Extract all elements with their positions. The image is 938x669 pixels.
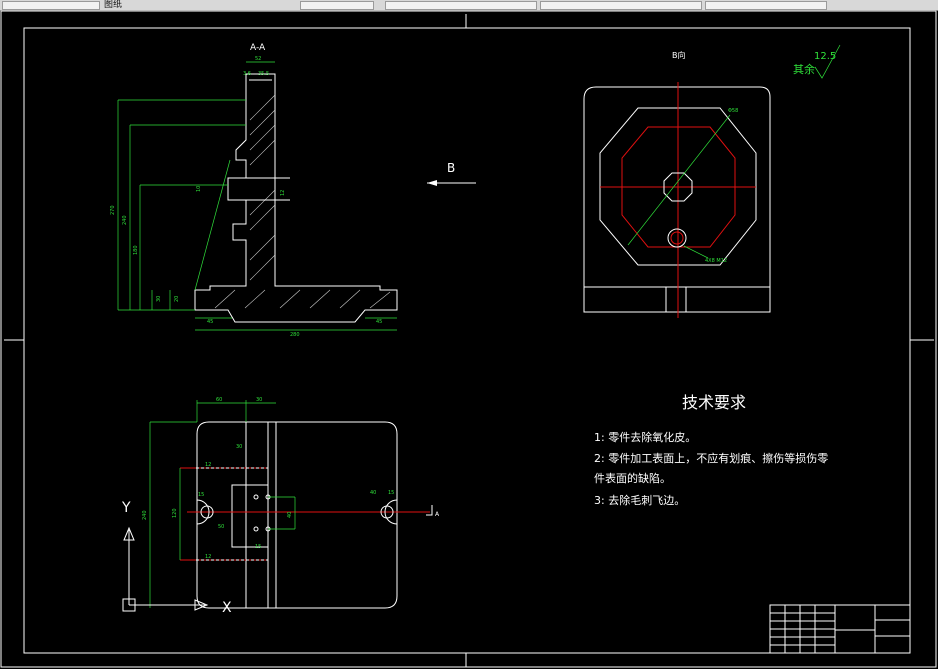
frame-center-marks (4, 14, 934, 667)
view-arrow-b: B (427, 161, 476, 186)
svg-text:A: A (435, 511, 440, 518)
svg-text:45: 45 (207, 319, 213, 325)
sheet-outer-border (0, 10, 937, 668)
svg-text:3.6: 3.6 (243, 71, 251, 77)
svg-text:270: 270 (110, 205, 116, 215)
svg-text:10: 10 (196, 186, 202, 192)
svg-text:Φ58: Φ58 (728, 108, 738, 114)
svg-text:40: 40 (370, 490, 376, 496)
roughness-prefix: 其余 (793, 62, 815, 76)
drawing-tab-label[interactable]: 图纸 (104, 0, 123, 10)
svg-text:180: 180 (133, 245, 139, 255)
cad-drawing-canvas[interactable]: A-A 52 3.6 35.5 270 240 (0, 10, 938, 669)
svg-text:240: 240 (142, 510, 148, 520)
b-view-outline (583, 86, 771, 313)
b-view-title: B向 (672, 50, 686, 60)
svg-text:12: 12 (205, 554, 211, 560)
svg-text:12: 12 (280, 190, 286, 196)
technical-requirements: 技术要求 1: 零件去除氧化皮。 2: 零件加工表面上，不应有划痕、擦伤等损伤零… (594, 393, 828, 507)
toolbar-segment[interactable] (2, 1, 100, 10)
tech-requirement-item: 3: 去除毛刺飞边。 (594, 493, 685, 507)
plan-view: 60 30 30 12 15 120 240 50 40 15 12 40 15… (142, 397, 440, 609)
octagon-inner (621, 126, 736, 248)
roughness-value: 12.5 (814, 51, 836, 62)
plan-dimension-texts: 60 30 30 12 15 120 240 50 40 15 12 40 15 (142, 397, 394, 560)
b-view: B向 Φ58 4X8 M12 (583, 50, 771, 318)
svg-text:12: 12 (205, 462, 211, 468)
toolbar-segment[interactable] (300, 1, 374, 10)
svg-text:15: 15 (388, 490, 394, 496)
svg-text:280: 280 (290, 332, 300, 338)
svg-text:30: 30 (236, 444, 242, 450)
view-arrow-label: B (447, 161, 455, 175)
svg-text:45: 45 (376, 319, 382, 325)
plan-outline (196, 421, 398, 609)
section-marker-a: A (426, 505, 440, 518)
roughness-symbol: 其余 12.5 (793, 44, 841, 79)
section-outline (194, 73, 398, 323)
svg-text:15: 15 (198, 492, 204, 498)
tech-requirement-item: 件表面的缺陷。 (594, 471, 671, 485)
octagon-outer (599, 107, 757, 266)
svg-text:240: 240 (122, 215, 128, 225)
svg-text:35.5: 35.5 (258, 71, 269, 77)
sheet-inner-frame (23, 27, 911, 654)
svg-text:20: 20 (174, 296, 180, 302)
svg-text:15: 15 (255, 544, 261, 550)
section-hatching (214, 94, 391, 309)
tech-requirements-title: 技术要求 (682, 393, 746, 412)
svg-text:30: 30 (256, 397, 262, 403)
section-view-title: A-A (250, 43, 266, 53)
title-block (769, 604, 911, 654)
toolbar-segment[interactable] (705, 1, 827, 10)
svg-text:4X8 M12: 4X8 M12 (705, 258, 727, 264)
svg-text:60: 60 (216, 397, 222, 403)
plan-dimension-lines (149, 400, 296, 608)
svg-text:40: 40 (287, 512, 293, 518)
tech-requirement-item: 1: 零件去除氧化皮。 (594, 430, 696, 444)
section-dimension-texts: 52 3.6 35.5 270 240 180 30 20 45 280 45 … (110, 56, 382, 338)
svg-text:120: 120 (172, 508, 178, 518)
svg-text:50: 50 (218, 524, 224, 530)
toolbar-segment[interactable] (385, 1, 537, 10)
section-dimension-lines (117, 61, 397, 331)
ucs-icon: Y X (121, 500, 232, 616)
svg-text:52: 52 (255, 56, 261, 62)
section-view-a-a: A-A 52 3.6 35.5 270 240 (110, 43, 398, 338)
svg-text:30: 30 (156, 296, 162, 302)
toolbar-segment[interactable] (540, 1, 702, 10)
ucs-y-label: Y (121, 500, 131, 516)
ucs-x-label: X (222, 600, 232, 616)
tech-requirement-item: 2: 零件加工表面上，不应有划痕、擦伤等损伤零 (594, 451, 828, 465)
